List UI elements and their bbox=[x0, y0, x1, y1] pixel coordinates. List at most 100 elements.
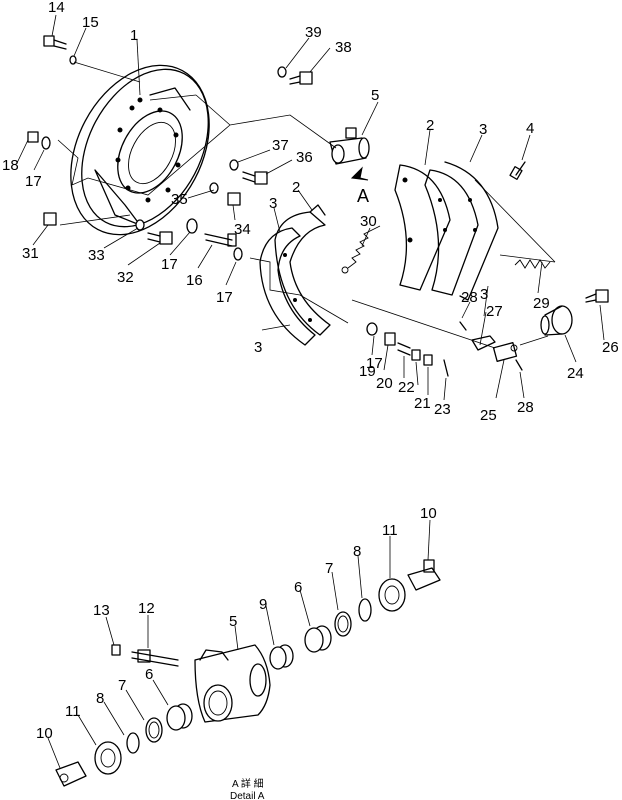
label-detail-11-bottom: 11 bbox=[65, 703, 81, 720]
label-27: 27 bbox=[486, 303, 503, 320]
nut-21 bbox=[423, 354, 433, 366]
nut-19 bbox=[384, 332, 396, 346]
label-15: 15 bbox=[82, 14, 99, 31]
label-detail-6-top: 6 bbox=[294, 579, 302, 596]
label-31: 31 bbox=[22, 245, 39, 262]
view-arrow: A bbox=[350, 166, 369, 206]
label-detail-12: 12 bbox=[138, 600, 155, 617]
label-3-d: 3 bbox=[254, 339, 262, 356]
callout-labels: 14 15 1 39 38 5 2 3 4 37 36 18 17 2 3 35… bbox=[2, 0, 619, 742]
detail-ring-8b bbox=[358, 598, 372, 622]
label-35: 35 bbox=[171, 191, 188, 208]
label-21: 21 bbox=[414, 395, 431, 412]
pin-4 bbox=[509, 161, 526, 180]
detail-rod-10a bbox=[55, 761, 87, 787]
bolt-36 bbox=[242, 171, 268, 185]
label-22: 22 bbox=[398, 379, 415, 396]
label-37: 37 bbox=[272, 137, 289, 154]
label-5: 5 bbox=[371, 87, 379, 104]
label-detail-6-bottom: 6 bbox=[145, 666, 153, 683]
label-detail-10-top: 10 bbox=[420, 505, 437, 522]
label-3-left: 3 bbox=[269, 195, 277, 212]
label-17-a: 17 bbox=[25, 173, 42, 190]
detail-cup-7b bbox=[334, 611, 352, 637]
detail-leader-lines bbox=[47, 519, 431, 769]
label-detail-8-bottom: 8 bbox=[96, 690, 104, 707]
detail-piston-6b bbox=[304, 625, 332, 653]
pin-28a bbox=[459, 321, 467, 331]
label-26: 26 bbox=[602, 339, 619, 356]
bolt-38 bbox=[289, 71, 313, 85]
washer-37 bbox=[229, 159, 239, 171]
detail-caption: A 詳 細 Detail A bbox=[230, 777, 265, 800]
label-2-left: 2 bbox=[292, 179, 300, 196]
label-25: 25 bbox=[480, 407, 497, 424]
label-detail-13: 13 bbox=[93, 602, 110, 619]
label-17-c: 17 bbox=[216, 289, 233, 306]
label-1: 1 bbox=[130, 27, 138, 44]
upper-leader-lines bbox=[16, 14, 605, 401]
label-3-right: 3 bbox=[479, 121, 487, 138]
label-20: 20 bbox=[376, 375, 393, 392]
label-24: 24 bbox=[567, 365, 584, 382]
washer-17c bbox=[233, 247, 243, 261]
label-detail-11-top: 11 bbox=[382, 522, 398, 539]
detail-cup-9 bbox=[269, 644, 294, 670]
label-14: 14 bbox=[48, 0, 65, 16]
label-28-b: 28 bbox=[517, 399, 534, 416]
nut-22 bbox=[411, 349, 421, 361]
label-19: 19 bbox=[359, 363, 376, 380]
label-28-a: 28 bbox=[461, 289, 478, 306]
detail-ring-8a bbox=[126, 732, 140, 754]
backing-plate bbox=[70, 64, 210, 236]
bolt-26 bbox=[585, 289, 609, 303]
label-detail-8-top: 8 bbox=[353, 543, 361, 560]
label-36: 36 bbox=[296, 149, 313, 166]
label-29: 29 bbox=[533, 295, 550, 312]
washer-15 bbox=[69, 55, 77, 65]
washer-33 bbox=[135, 219, 145, 231]
detail-cup-7a bbox=[145, 717, 163, 743]
detail-boot-11a bbox=[94, 741, 122, 775]
wheel-cylinder bbox=[329, 127, 370, 165]
label-4: 4 bbox=[526, 120, 534, 137]
drum-24 bbox=[540, 305, 573, 336]
bolt-32 bbox=[147, 231, 173, 245]
nut-31 bbox=[43, 212, 57, 226]
detail-boot-11b bbox=[378, 578, 406, 612]
label-3-c: 3 bbox=[480, 286, 488, 303]
label-38: 38 bbox=[335, 39, 352, 56]
label-34: 34 bbox=[234, 221, 251, 238]
nut-18 bbox=[27, 131, 39, 143]
bolt-34 bbox=[227, 192, 241, 206]
spring-30 bbox=[341, 225, 381, 274]
pin-23 bbox=[443, 359, 449, 377]
pin-28b bbox=[515, 359, 523, 371]
washer-39 bbox=[277, 66, 287, 78]
label-17-d: 17 bbox=[366, 355, 383, 372]
label-detail-7-bottom: 7 bbox=[118, 677, 126, 694]
adjuster-25 bbox=[492, 342, 518, 362]
washer-35 bbox=[209, 182, 219, 194]
label-detail-5: 5 bbox=[229, 613, 237, 630]
label-32: 32 bbox=[117, 269, 134, 286]
label-detail-7-top: 7 bbox=[325, 560, 333, 577]
lever-27 bbox=[471, 335, 496, 351]
detail-rod-10b bbox=[407, 559, 441, 591]
detail-bleeder-cap bbox=[111, 644, 121, 656]
caption-line-1: A 詳 細 bbox=[232, 777, 264, 790]
brake-shoe-right bbox=[394, 161, 499, 301]
label-18: 18 bbox=[2, 157, 19, 174]
detail-bleeder-screw bbox=[131, 649, 179, 667]
spring-29 bbox=[499, 254, 556, 269]
washer-17d bbox=[366, 322, 378, 336]
label-detail-9: 9 bbox=[259, 596, 267, 613]
brake-shoe-left bbox=[259, 204, 331, 346]
arrow-label: A bbox=[357, 186, 369, 206]
label-39: 39 bbox=[305, 24, 322, 41]
bolt-14 bbox=[43, 35, 67, 50]
detail-cylinder-body bbox=[194, 644, 271, 723]
screw-20 bbox=[397, 342, 411, 356]
